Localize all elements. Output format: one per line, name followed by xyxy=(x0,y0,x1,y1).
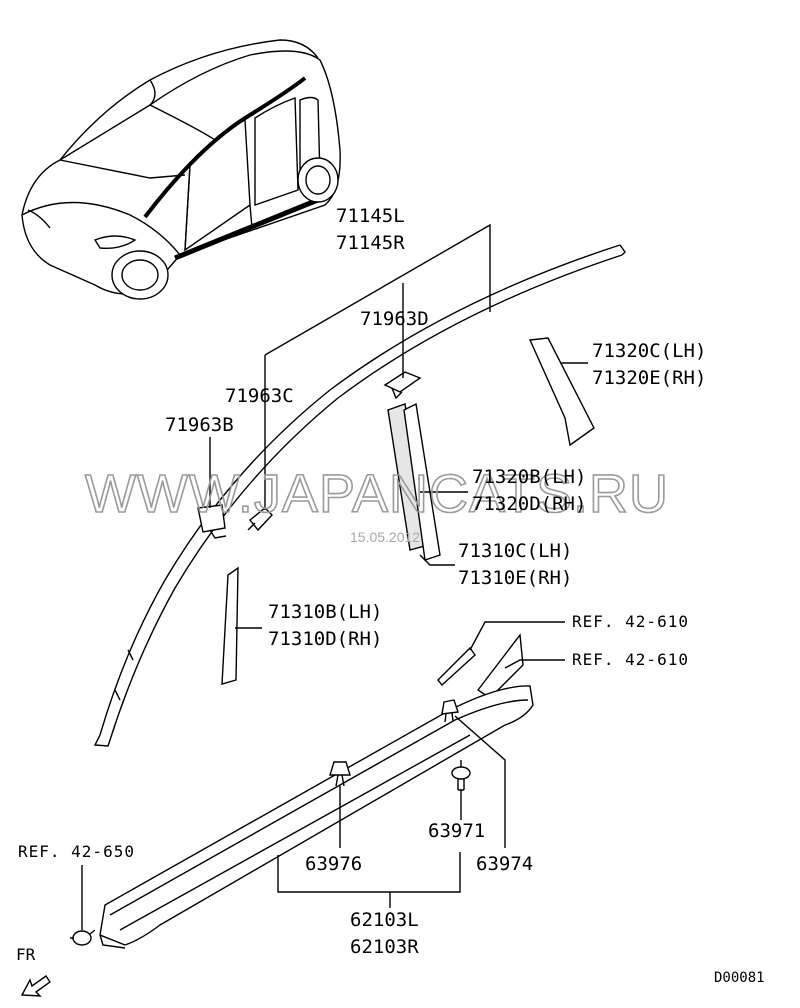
label-71320B: 71320B(LH) xyxy=(472,466,586,488)
label-ref-42-650: REF. 42-650 xyxy=(18,842,135,861)
watermark-date: 15.05.2012 xyxy=(350,529,420,545)
roof-molding-71145 xyxy=(93,244,626,747)
label-63976: 63976 xyxy=(305,853,362,875)
leader-lines xyxy=(81,223,588,930)
label-71310E: 71310E(RH) xyxy=(458,567,572,589)
label-71145L: 71145L xyxy=(336,205,405,227)
label-71310D: 71310D(RH) xyxy=(268,628,382,650)
label-fr: FR xyxy=(16,945,36,964)
diagram-code: D00081 xyxy=(714,970,765,986)
clip-ref-42-650 xyxy=(70,929,96,946)
garnish-71310C xyxy=(403,402,441,561)
label-71320D: 71320D(RH) xyxy=(472,493,586,515)
clip-71963C xyxy=(247,507,273,532)
label-71310B: 71310B(LH) xyxy=(268,601,382,623)
label-62103L: 62103L xyxy=(350,909,419,931)
label-71310C: 71310C(LH) xyxy=(458,540,572,562)
fastener-63974 xyxy=(441,699,459,723)
fr-arrow-icon xyxy=(20,975,51,997)
label-63971: 63971 xyxy=(428,820,485,842)
label-71320E: 71320E(RH) xyxy=(592,367,706,389)
label-71320C: 71320C(LH) xyxy=(592,340,706,362)
garnish-71310B xyxy=(221,566,239,685)
label-71145R: 71145R xyxy=(336,232,405,254)
label-71963D: 71963D xyxy=(360,308,429,330)
side-sill-62103 xyxy=(99,685,534,949)
screw-63971 xyxy=(451,760,471,791)
front-direction-indicator: FR xyxy=(16,945,51,997)
fastener-63976 xyxy=(329,761,351,787)
label-62103R: 62103R xyxy=(350,936,419,958)
label-71963C: 71963C xyxy=(225,385,294,407)
label-ref-42-610-mid: REF. 42-610 xyxy=(572,650,689,669)
garnish-71320C xyxy=(528,337,595,447)
label-71963B: 71963B xyxy=(165,414,234,436)
car-illustration xyxy=(21,39,341,300)
watermark-text: WWW.JAPANCATS.RU xyxy=(85,464,669,524)
clip-71963D xyxy=(383,371,422,400)
clip-71963B xyxy=(197,504,227,539)
label-ref-42-610-top: REF. 42-610 xyxy=(572,612,689,631)
label-63974: 63974 xyxy=(476,853,533,875)
